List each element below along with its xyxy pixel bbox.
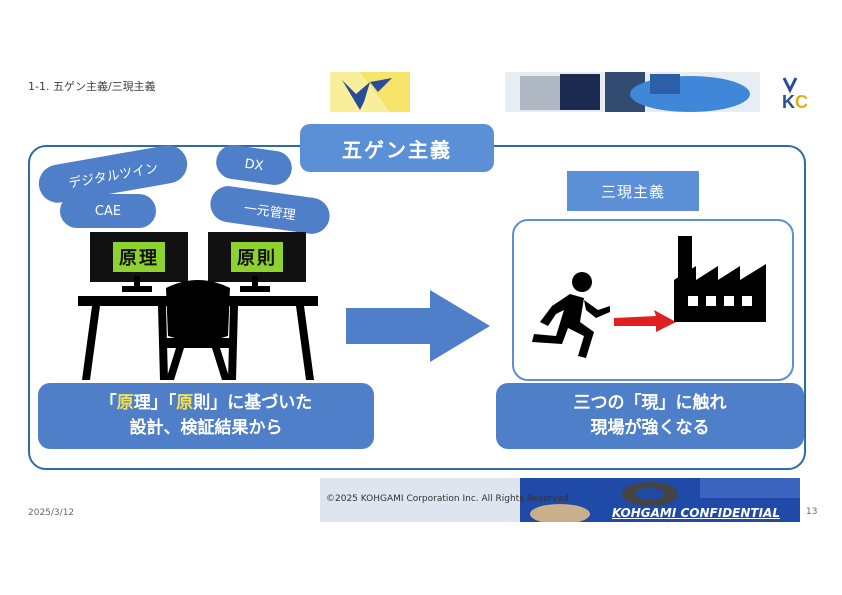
header-image-band — [330, 72, 760, 112]
caption-highlight: 原 — [176, 393, 194, 414]
caption-line-2: 設計、検証結果から — [129, 418, 283, 438]
running-person-icon — [532, 272, 610, 358]
breadcrumb: 1-1. 五ゲン主義/三現主義 — [28, 80, 156, 93]
caption-line-2: 現場が強くなる — [590, 418, 710, 438]
copyright-text: ©2025 KOHGAMI Corporation Inc. All Right… — [326, 494, 572, 504]
monitor-label: 原理 — [113, 242, 165, 272]
red-arrow-icon — [614, 310, 676, 332]
caption-line-1: 三つの「現」に触れ — [573, 393, 727, 414]
caption-gogen: 「原理」「原則」に基づいた 設計、検証結果から — [38, 383, 374, 449]
factory-icon — [674, 236, 766, 322]
sangen-title: 三現主義 — [567, 171, 699, 211]
bubble-cae: CAE — [60, 194, 156, 228]
caption-line-1: 「原理」「原則」に基づいた — [100, 391, 313, 416]
kc-logo-icon: K C — [778, 72, 822, 112]
caption-text: 則」に基づいた — [193, 393, 313, 414]
arrow-right-icon — [346, 290, 490, 362]
footer-date: 2025/3/12 — [28, 508, 75, 518]
monitor-label: 原則 — [231, 242, 283, 272]
monitor-genri: 原理 — [90, 232, 188, 282]
confidential-label: KOHGAMI CONFIDENTIAL — [612, 506, 780, 520]
monitor-gensoku: 原則 — [208, 232, 306, 282]
page-number: 13 — [806, 507, 818, 517]
footer-image-band — [320, 478, 800, 522]
caption-highlight: 原 — [116, 393, 134, 414]
eagle-icon — [342, 78, 392, 110]
svg-text:K: K — [782, 92, 795, 112]
svg-text:C: C — [795, 92, 808, 112]
caption-text: 「 — [99, 393, 117, 414]
caption-text: 理」「 — [133, 393, 177, 414]
gogen-title: 五ゲン主義 — [300, 124, 494, 172]
caption-sangen: 三つの「現」に触れ 現場が強くなる — [496, 383, 804, 449]
desk-chair-icon — [78, 276, 318, 380]
